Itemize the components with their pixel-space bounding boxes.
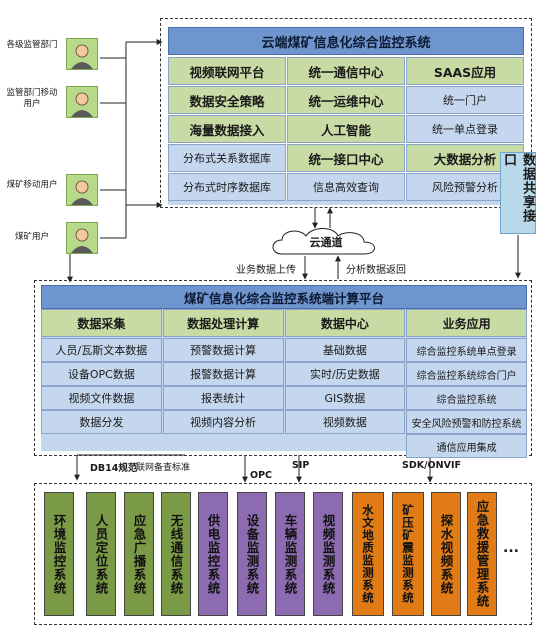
protocol-sdk: SDK/ONVIF <box>402 460 461 471</box>
edge-cell: 实时/历史数据 <box>284 362 406 386</box>
protocol-sip: SIP <box>292 460 310 471</box>
cloud-cell: 分布式时序数据库 <box>168 173 286 201</box>
edge-cell: 视频内容分析 <box>162 410 284 434</box>
edge-cell: 视频文件数据 <box>41 386 162 410</box>
subsystem-box: 矿压矿震监测系统 <box>392 492 424 616</box>
return-label: 分析数据返回 <box>346 265 406 276</box>
cloud-cell: 信息高效查询 <box>287 173 405 201</box>
edge-header: 数据中心 <box>284 309 406 337</box>
subsystem-box: 车辆监测系统 <box>275 492 305 616</box>
user-label-regulators: 各级监管部门 <box>6 40 58 50</box>
edge-cell: 视频数据 <box>284 410 406 434</box>
protocol-lianwang: 联网备查标准 <box>136 463 191 473</box>
edge-cell: 人员/瓦斯文本数据 <box>41 338 162 362</box>
protocol-opc: OPC <box>250 470 273 481</box>
edge-cell: 综合监控系统综合门户 <box>406 362 527 386</box>
edge-cell: 综合监控系统单点登录 <box>406 338 527 362</box>
cloud-cell: 统一门户 <box>406 86 524 114</box>
edge-cell: 设备OPC数据 <box>41 362 162 386</box>
edge-cell: 综合监控系统 <box>406 386 527 410</box>
edge-platform-frame: 煤矿信息化综合监控系统端计算平台 数据采集 数据处理计算 数据中心 业务应用 人… <box>34 280 532 458</box>
user-label-mine: 煤矿用户 <box>14 232 49 242</box>
cloud-system-frame: 云端煤矿信息化综合监控系统 视频联网平台 统一通信中心 SAAS应用 数据安全策… <box>160 18 532 208</box>
cloud-cell: 数据安全策略 <box>168 86 286 114</box>
edge-header: 业务应用 <box>406 309 527 337</box>
subsystem-box: 应急广播系统 <box>124 492 154 616</box>
subsystem-box: 视频监测系统 <box>313 492 343 616</box>
cloud-cell: 分布式关系数据库 <box>168 144 286 172</box>
edge-cell: 数据分发 <box>41 410 162 434</box>
protocol-db14: DB14规范 <box>90 463 138 474</box>
cloud-channel-label: 云通道 <box>309 236 343 249</box>
edge-cell: 报警数据计算 <box>162 362 284 386</box>
cloud-cell: 统一通信中心 <box>287 57 405 85</box>
more-ellipsis: ... <box>503 540 519 556</box>
cloud-cell: SAAS应用 <box>406 57 524 85</box>
user-label-mine-mobile: 煤矿移动用户 <box>6 180 58 190</box>
cloud-system-footer <box>168 201 524 205</box>
user-avatar-icon <box>66 174 98 206</box>
edge-platform-title: 煤矿信息化综合监控系统端计算平台 <box>41 285 527 309</box>
subsystem-box: 探水视频系统 <box>431 492 461 616</box>
data-share-interface: 数据共享接口 <box>500 152 536 234</box>
user-label-mobile-regulators: 监管部门移动用户 <box>6 88 58 109</box>
cloud-system-title: 云端煤矿信息化综合监控系统 <box>168 27 524 55</box>
cloud-cell: 人工智能 <box>287 115 405 143</box>
edge-cell: 预警数据计算 <box>162 338 284 362</box>
edge-cell: 报表统计 <box>162 386 284 410</box>
edge-header: 数据采集 <box>41 309 162 337</box>
cloud-channel-icon <box>272 228 375 255</box>
edge-platform-grid: 数据采集 数据处理计算 数据中心 业务应用 人员/瓦斯文本数据 设备OPC数据 … <box>41 309 527 458</box>
edge-header: 数据处理计算 <box>162 309 284 337</box>
subsystem-box: 水文地质监测系统 <box>352 492 384 616</box>
user-avatar-icon <box>66 222 98 254</box>
cloud-cell: 视频联网平台 <box>168 57 286 85</box>
edge-cell: 通信应用集成 <box>406 434 527 458</box>
subsystem-box: 设备监测系统 <box>237 492 267 616</box>
upload-label: 业务数据上传 <box>236 265 296 276</box>
user-avatar-icon <box>66 86 98 118</box>
user-avatar-icon <box>66 38 98 70</box>
subsystem-box: 应急救援管理系统 <box>467 492 497 616</box>
edge-cell: 安全风险预警和防控系统 <box>406 410 527 434</box>
subsystem-box: 人员定位系统 <box>86 492 116 616</box>
edge-cell: 基础数据 <box>284 338 406 362</box>
data-share-interface-label: 数据共享接口 <box>501 153 535 223</box>
cloud-cell: 海量数据接入 <box>168 115 286 143</box>
cloud-cell: 统一接口中心 <box>287 144 405 172</box>
cloud-system-grid: 视频联网平台 统一通信中心 SAAS应用 数据安全策略 统一运维中心 统一门户 … <box>168 57 524 201</box>
subsystem-box: 环境监控系统 <box>44 492 74 616</box>
subsystems-frame <box>34 483 532 625</box>
edge-cell: GIS数据 <box>284 386 406 410</box>
cloud-cell: 统一单点登录 <box>406 115 524 143</box>
subsystem-box: 供电监控系统 <box>198 492 228 616</box>
subsystem-box: 无线通信系统 <box>161 492 191 616</box>
cloud-cell: 统一运维中心 <box>287 86 405 114</box>
